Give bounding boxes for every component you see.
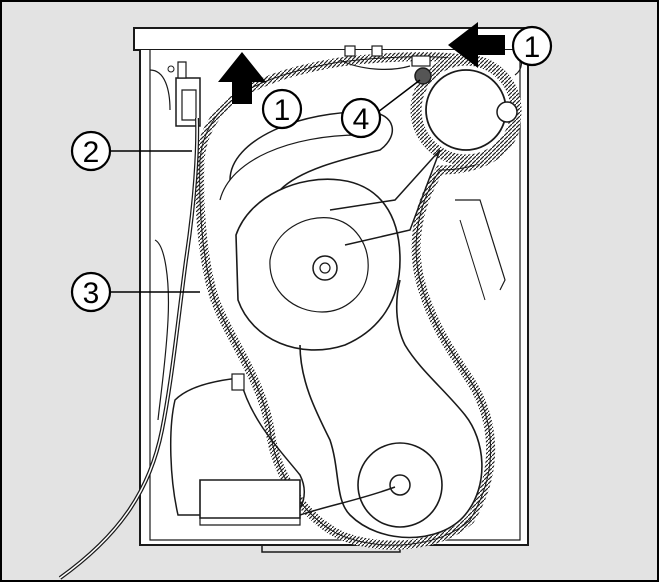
tension-roller	[496, 101, 518, 123]
lower-pulley-hub	[389, 474, 411, 496]
connector-hole	[167, 65, 175, 73]
motor-pulley	[425, 69, 507, 151]
power-cable-inner	[59, 117, 198, 579]
callout-4: 4	[340, 79, 421, 139]
control-box-base	[199, 518, 301, 526]
left-seam	[154, 239, 169, 421]
callout-3-label: 3	[83, 277, 100, 310]
connector-tab	[177, 61, 187, 79]
body-tail	[299, 279, 483, 539]
callout-4-label: 4	[353, 103, 370, 136]
arrow-left-icon	[448, 22, 505, 68]
tension-arm-upper	[329, 149, 441, 211]
top-hose	[339, 59, 411, 70]
motor-housing-inner	[269, 217, 369, 313]
harness-to-pulley	[299, 486, 396, 516]
callout-1-top: 1	[511, 25, 553, 67]
side-bracket	[455, 199, 506, 291]
side-bracket-line	[459, 219, 486, 301]
harness-right	[239, 377, 305, 516]
top-clip-b	[371, 45, 383, 57]
arrow-up-icon	[218, 52, 266, 104]
callout-2-label: 2	[83, 136, 100, 169]
callout-4-leader	[377, 79, 421, 113]
drive-belt-edge	[199, 55, 517, 546]
motor-hub	[312, 255, 338, 281]
upper-shroud-inner	[219, 134, 361, 201]
callout-1-mid-label: 1	[274, 94, 291, 127]
callout-1-top-label: 1	[524, 31, 541, 64]
harness-left	[170, 377, 241, 516]
cabinet-inner-edge	[149, 50, 521, 541]
callout-3: 3	[70, 271, 200, 313]
callout-1-mid: 1	[261, 88, 303, 130]
harness-clip	[231, 373, 245, 391]
top-clip-c	[411, 55, 431, 67]
control-box	[199, 479, 301, 519]
tension-arm-lower	[344, 149, 441, 246]
motor-hub-center	[319, 262, 331, 274]
top-clip-a	[344, 45, 356, 57]
side-detail	[149, 69, 171, 111]
callout-2: 2	[70, 130, 192, 172]
